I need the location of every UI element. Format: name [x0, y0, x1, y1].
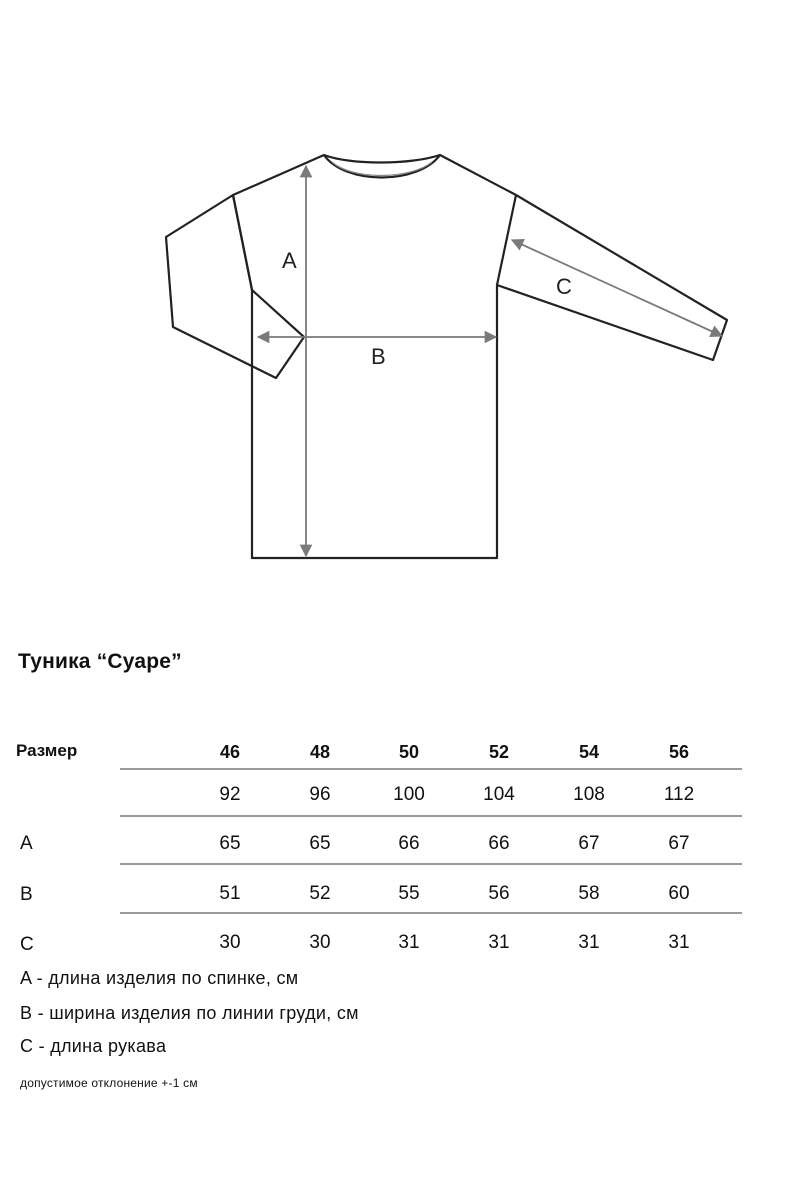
table-cell: 58: [578, 883, 600, 904]
table-cell: 65: [309, 833, 331, 854]
size-cell: 56: [668, 742, 690, 762]
table-cell: 92: [219, 784, 241, 805]
table-cell: 55: [398, 883, 420, 904]
table-divider: [120, 912, 742, 914]
table-cell: 96: [309, 784, 331, 805]
table-cell: 60: [668, 883, 690, 904]
table-cell: 56: [488, 883, 510, 904]
measurement-arrows: [256, 164, 724, 558]
table-cell: 108: [573, 784, 605, 805]
table-cell: 112: [663, 784, 695, 805]
table-cell: 104: [483, 784, 515, 805]
size-cell: 46: [219, 742, 241, 762]
table-cell: 31: [488, 932, 510, 953]
table-cell: 67: [578, 833, 600, 854]
garment-outline: [164, 153, 729, 560]
table-divider: [120, 863, 742, 865]
table-cell: 52: [309, 883, 331, 904]
row-label: B: [20, 884, 33, 905]
row-label: A: [20, 833, 33, 854]
table-cell: 65: [219, 833, 241, 854]
table-divider: [120, 815, 742, 817]
diagram-label-b: B: [371, 344, 386, 369]
tolerance-note: допустимое отклонение +-1 см: [20, 1076, 198, 1090]
table-cell: 67: [668, 833, 690, 854]
legend-item-c: C - длина рукава: [20, 1036, 167, 1056]
table-cell: 51: [219, 883, 241, 904]
table-cell: 100: [393, 784, 425, 805]
table-cell: 66: [488, 833, 510, 854]
row-label: C: [20, 934, 34, 955]
table-cell: 30: [309, 932, 331, 953]
size-header-label: Размер: [16, 741, 78, 760]
table-cell: 31: [668, 932, 690, 953]
size-cell: 50: [398, 742, 420, 762]
product-title: Туника “Суаре”: [18, 650, 182, 673]
table-cell: 31: [578, 932, 600, 953]
table-divider: [120, 768, 742, 770]
arrow-c: [510, 238, 724, 338]
table-cell: 66: [398, 833, 420, 854]
size-cell: 54: [578, 742, 600, 762]
legend-item-a: A - длина изделия по спинке, см: [20, 968, 299, 988]
diagram-label-c: C: [556, 274, 572, 299]
table-cell: 30: [219, 932, 241, 953]
table-cell: 31: [398, 932, 420, 953]
diagram-label-a: A: [282, 248, 297, 273]
size-cell: 52: [488, 742, 510, 762]
size-cell: 48: [309, 742, 331, 762]
garment-diagram: A B C: [164, 153, 729, 560]
legend-item-b: B - ширина изделия по линии груди, см: [20, 1003, 359, 1023]
